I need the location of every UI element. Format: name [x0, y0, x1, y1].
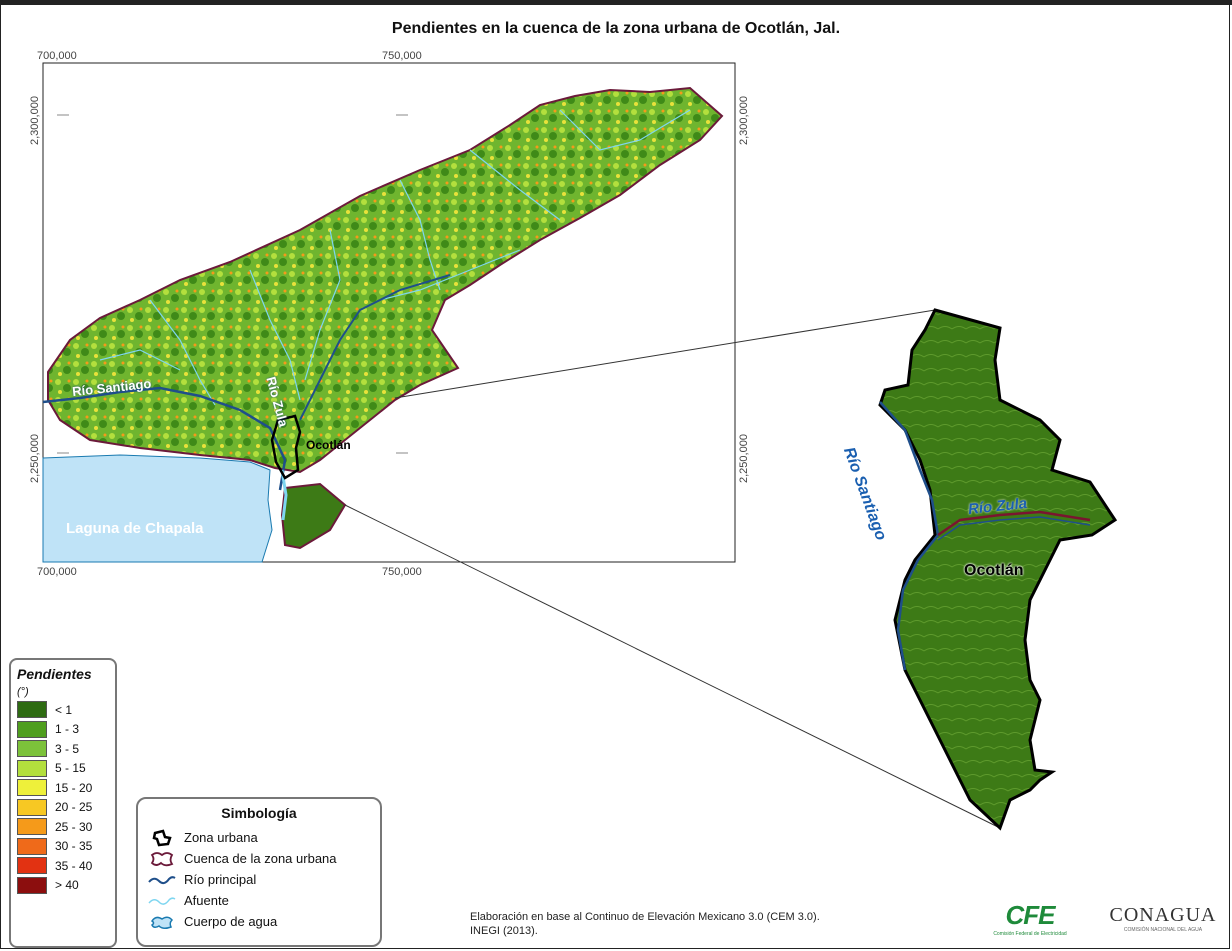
legend-row-label: 25 - 30 — [55, 819, 93, 834]
symbology-legend: Simbología Zona urbana Cuenca de la zona… — [136, 797, 382, 947]
symbology-row: Afuente — [148, 890, 370, 911]
symbology-row: Cuenca de la zona urbana — [148, 848, 370, 869]
legend-row-label: 15 - 20 — [55, 780, 93, 795]
coord-left-2300000: 2,300,000 — [29, 96, 41, 145]
coord-left-2250000: 2,250,000 — [29, 434, 41, 483]
legend-row: 1 - 3 — [17, 720, 109, 740]
main-river-icon — [148, 871, 176, 889]
legend-swatch — [17, 876, 47, 894]
legend-swatch — [17, 857, 47, 875]
legend-row-label: > 40 — [55, 878, 79, 893]
credit-line-1: Elaboración en base al Continuo de Eleva… — [470, 911, 820, 923]
connector-line-bottom — [344, 504, 1001, 829]
conagua-logo-subtitle: COMISIÓN NACIONAL DEL AGUA — [1123, 927, 1203, 933]
legend-row-label: < 1 — [55, 702, 73, 717]
legend-swatch — [17, 701, 47, 719]
rio-santiago-main — [42, 386, 287, 491]
cfe-logo: CFE Comisión Federal de Electricidad — [980, 900, 1080, 940]
credit-line-2: INEGI (2013). — [470, 925, 538, 937]
zona-urbana-outline — [270, 414, 302, 480]
connector-line-top — [394, 309, 936, 399]
legend-swatch — [17, 798, 47, 816]
legend-row-label: 3 - 5 — [55, 741, 80, 756]
label-ocotlan: Ocotlán — [306, 438, 351, 452]
legend-rows: < 1 1 - 3 3 - 5 5 - 15 15 - 20 20 - 25 2… — [17, 700, 109, 895]
legend-row-label: 1 - 3 — [55, 722, 80, 737]
coord-right-2300000: 2,300,000 — [738, 96, 750, 145]
rio-zula-main — [299, 274, 451, 421]
legend-title: Pendientes — [17, 666, 92, 682]
water-body-icon — [148, 913, 176, 931]
cuenca-lower-shape — [280, 482, 347, 550]
symbology-label: Afuente — [184, 893, 229, 908]
symbology-label: Cuerpo de agua — [184, 914, 278, 929]
symbology-row: Cuerpo de agua — [148, 911, 370, 932]
legend-unit: (°) — [17, 686, 29, 698]
legend-row: > 40 — [17, 876, 109, 896]
legend-row: 3 - 5 — [17, 739, 109, 759]
legend-swatch — [17, 837, 47, 855]
legend-row: < 1 — [17, 700, 109, 720]
legend-row: 5 - 15 — [17, 759, 109, 779]
legend-swatch — [17, 740, 47, 758]
legend-row: 25 - 30 — [17, 817, 109, 837]
coord-bottom-750000: 750,000 — [382, 566, 422, 578]
legend-row: 20 - 25 — [17, 798, 109, 818]
basin-icon — [148, 850, 176, 868]
conagua-logo-text: CONAGUA — [1109, 904, 1217, 926]
coord-top-750000: 750,000 — [382, 50, 422, 62]
legend-row-label: 5 - 15 — [55, 761, 86, 776]
legend-swatch — [17, 720, 47, 738]
legend-row: 15 - 20 — [17, 778, 109, 798]
symbology-row: Zona urbana — [148, 827, 370, 848]
legend-swatch — [17, 759, 47, 777]
coord-bottom-700000: 700,000 — [37, 566, 77, 578]
conagua-logo: CONAGUA COMISIÓN NACIONAL DEL AGUA — [1098, 904, 1228, 933]
inset-label-ocotlan: Ocotlán — [964, 562, 1024, 579]
legend-row-label: 30 - 35 — [55, 839, 93, 854]
label-laguna-chapala: Laguna de Chapala — [66, 520, 204, 537]
inset-rio-zula-blue — [937, 516, 1091, 541]
symbology-row: Río principal — [148, 869, 370, 890]
symbology-label: Zona urbana — [184, 830, 258, 845]
cfe-logo-subtitle: Comisión Federal de Electricidad — [993, 931, 1067, 937]
legend-swatch — [17, 779, 47, 797]
legend-row: 35 - 40 — [17, 856, 109, 876]
legend-row-label: 35 - 40 — [55, 858, 93, 873]
legend-row: 30 - 35 — [17, 837, 109, 857]
tributary-icon — [148, 892, 176, 910]
symbology-title: Simbología — [221, 805, 297, 821]
cfe-logo-text: CFE — [1005, 900, 1056, 930]
laguna-chapala-shape — [42, 454, 273, 563]
map-title: Pendientes en la cuenca de la zona urban… — [391, 20, 841, 37]
coord-right-2250000: 2,250,000 — [738, 434, 750, 483]
slope-legend: Pendientes (°) < 1 1 - 3 3 - 5 5 - 15 15… — [9, 658, 117, 948]
inset-rio-zula — [937, 510, 1091, 537]
symbology-label: Río principal — [184, 872, 257, 887]
water-channel — [280, 469, 288, 521]
tributaries — [99, 109, 691, 406]
top-border — [0, 0, 1232, 5]
credit-text: Elaboración en base al Continuo de Eleva… — [470, 910, 940, 938]
grid-ticks — [57, 114, 408, 454]
urban-zone-icon — [148, 829, 176, 847]
legend-swatch — [17, 818, 47, 836]
legend-row-label: 20 - 25 — [55, 800, 93, 815]
cuenca-shape — [47, 86, 724, 474]
coord-top-700000: 700,000 — [37, 50, 77, 62]
inset-urban-shape — [878, 308, 1118, 831]
symbology-label: Cuenca de la zona urbana — [184, 851, 337, 866]
